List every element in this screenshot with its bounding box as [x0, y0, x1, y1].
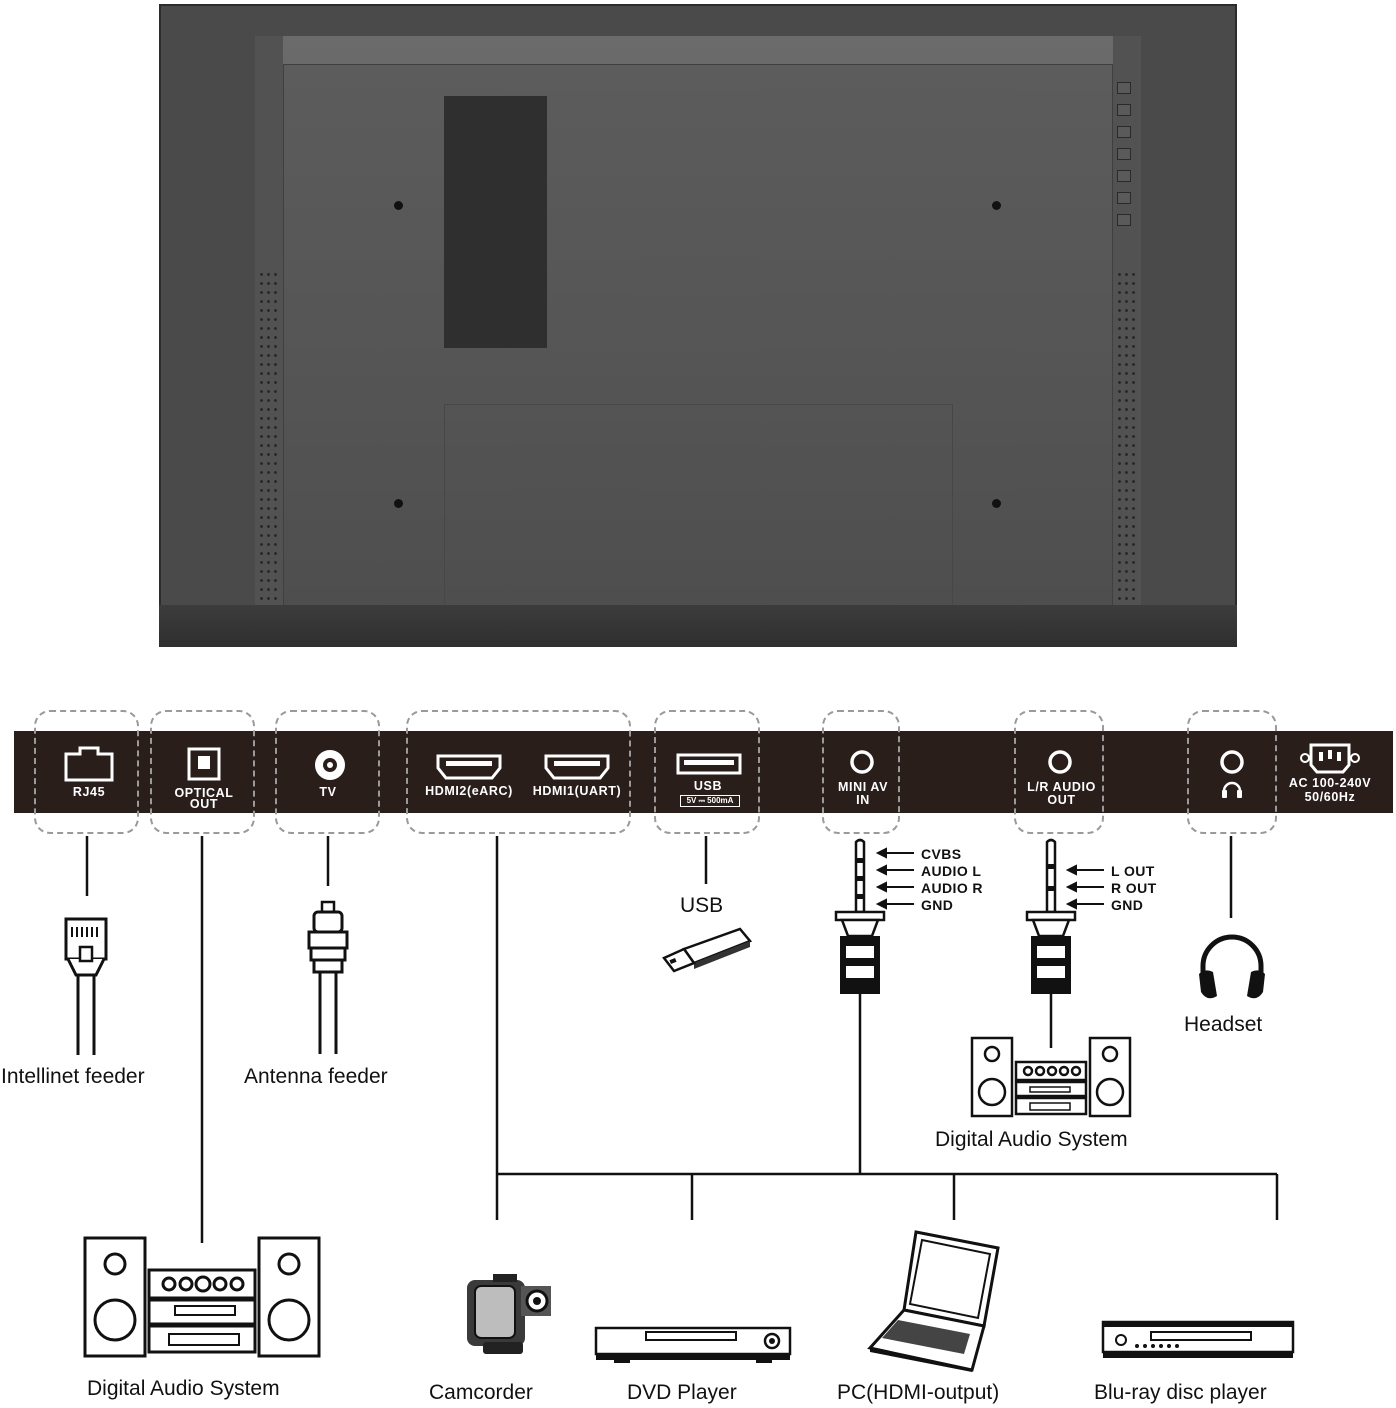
optical-port-icon [187, 747, 221, 781]
tv-side-button [1117, 104, 1131, 116]
usb-flash-drive-icon [662, 927, 753, 973]
ac-label-line1: AC 100-240V [1288, 776, 1372, 790]
dvd-player-icon [594, 1326, 792, 1363]
coaxial-port-icon [315, 750, 345, 780]
audio-system-left-label: Digital Audio System [87, 1377, 280, 1400]
ethernet-port-icon [64, 746, 114, 782]
optical-label-line1: OPTICAL [174, 786, 234, 800]
headphones-icon [1199, 934, 1265, 999]
tv-back-panel [159, 4, 1237, 647]
hdmi-port-icon [544, 754, 610, 780]
jack-port-icon [850, 750, 874, 774]
rj45-label: RJ45 [72, 785, 106, 799]
rj45-plug-icon [64, 917, 108, 1055]
ac-power-inlet-icon [1300, 743, 1360, 774]
tv-label: TV [319, 785, 337, 799]
pin-label: R OUT [1111, 880, 1157, 896]
tv-side-button [1117, 192, 1131, 204]
intellinet-feeder-label: Intellinet feeder [1, 1065, 145, 1088]
ac-label-line2: 50/60Hz [1304, 790, 1356, 804]
hdmi2-label: HDMI2(eARC) [425, 784, 513, 798]
laptop-pc-icon [867, 1230, 1000, 1372]
vesa-screw-hole [992, 499, 1001, 508]
pc-label: PC(HDMI-output) [837, 1381, 1000, 1404]
pin-label: GND [1111, 897, 1144, 913]
camcorder-label: Camcorder [429, 1381, 533, 1404]
rj45-port-outline [34, 710, 139, 834]
tv-back-inner-panel [283, 64, 1113, 608]
usb-port-outline [654, 710, 760, 834]
lr-audio-port-outline [1014, 710, 1104, 834]
usb-port-label: USB [693, 779, 723, 793]
tv-bottom-base [159, 605, 1237, 647]
usb-port-icon [676, 753, 742, 775]
vent-holes-right [1116, 270, 1138, 606]
hdmi1-label: HDMI1(UART) [532, 784, 622, 798]
tv-side-button [1117, 126, 1131, 138]
lr-audio-label-line1: L/R AUDIO [1027, 780, 1096, 794]
headphone-jack-icon [1220, 750, 1244, 798]
coaxial-plug-icon [307, 900, 349, 1054]
pin-label: AUDIO L [921, 863, 982, 879]
lr-audio-pin-arrows [1065, 864, 1104, 910]
camcorder-icon [467, 1274, 551, 1354]
stereo-system-icon [970, 1036, 1132, 1118]
tv-side-button [1117, 170, 1131, 182]
headset-label: Headset [1184, 1013, 1263, 1036]
hdmi-port-icon [436, 754, 502, 780]
audio-jack-plug-icon [1025, 838, 1077, 994]
audio-system-right-label: Digital Audio System [935, 1128, 1128, 1151]
vent-holes-left [258, 270, 280, 606]
tv-lower-cover [444, 404, 953, 609]
antenna-feeder-label: Antenna feeder [244, 1065, 388, 1088]
pin-label: GND [921, 897, 954, 913]
mini-av-label-line2: IN [856, 793, 870, 807]
stereo-system-icon [83, 1236, 321, 1358]
bluray-label: Blu-ray disc player [1094, 1381, 1267, 1404]
tv-side-button [1117, 148, 1131, 160]
optical-label-line2: OUT [189, 797, 219, 811]
vesa-screw-hole [394, 201, 403, 210]
dvd-player-label: DVD Player [627, 1381, 737, 1404]
pin-label: AUDIO R [921, 880, 983, 896]
usb-rating-label: 5V ⎓ 500mA [680, 795, 740, 807]
pin-label: CVBS [921, 846, 962, 862]
vesa-screw-hole [394, 499, 403, 508]
headphone-port-outline [1187, 710, 1277, 834]
av-jack-plug-icon [834, 838, 886, 994]
pin-label: L OUT [1111, 863, 1155, 879]
tv-side-button [1117, 82, 1131, 94]
mini-av-pin-arrows [875, 847, 914, 910]
optical-port-outline [150, 710, 255, 834]
tv-port-outline [275, 710, 380, 834]
usb-device-label: USB [680, 894, 724, 917]
jack-port-icon [1048, 750, 1072, 774]
lr-audio-label-line2: OUT [1047, 793, 1076, 807]
tv-side-button [1117, 214, 1131, 226]
bluray-player-icon [1101, 1320, 1295, 1358]
mini-av-port-outline [822, 710, 900, 834]
mini-av-label-line1: MINI AV [837, 780, 889, 794]
hdmi-ports-outline [406, 710, 631, 834]
tv-label-plate [444, 96, 547, 348]
vesa-screw-hole [992, 201, 1001, 210]
